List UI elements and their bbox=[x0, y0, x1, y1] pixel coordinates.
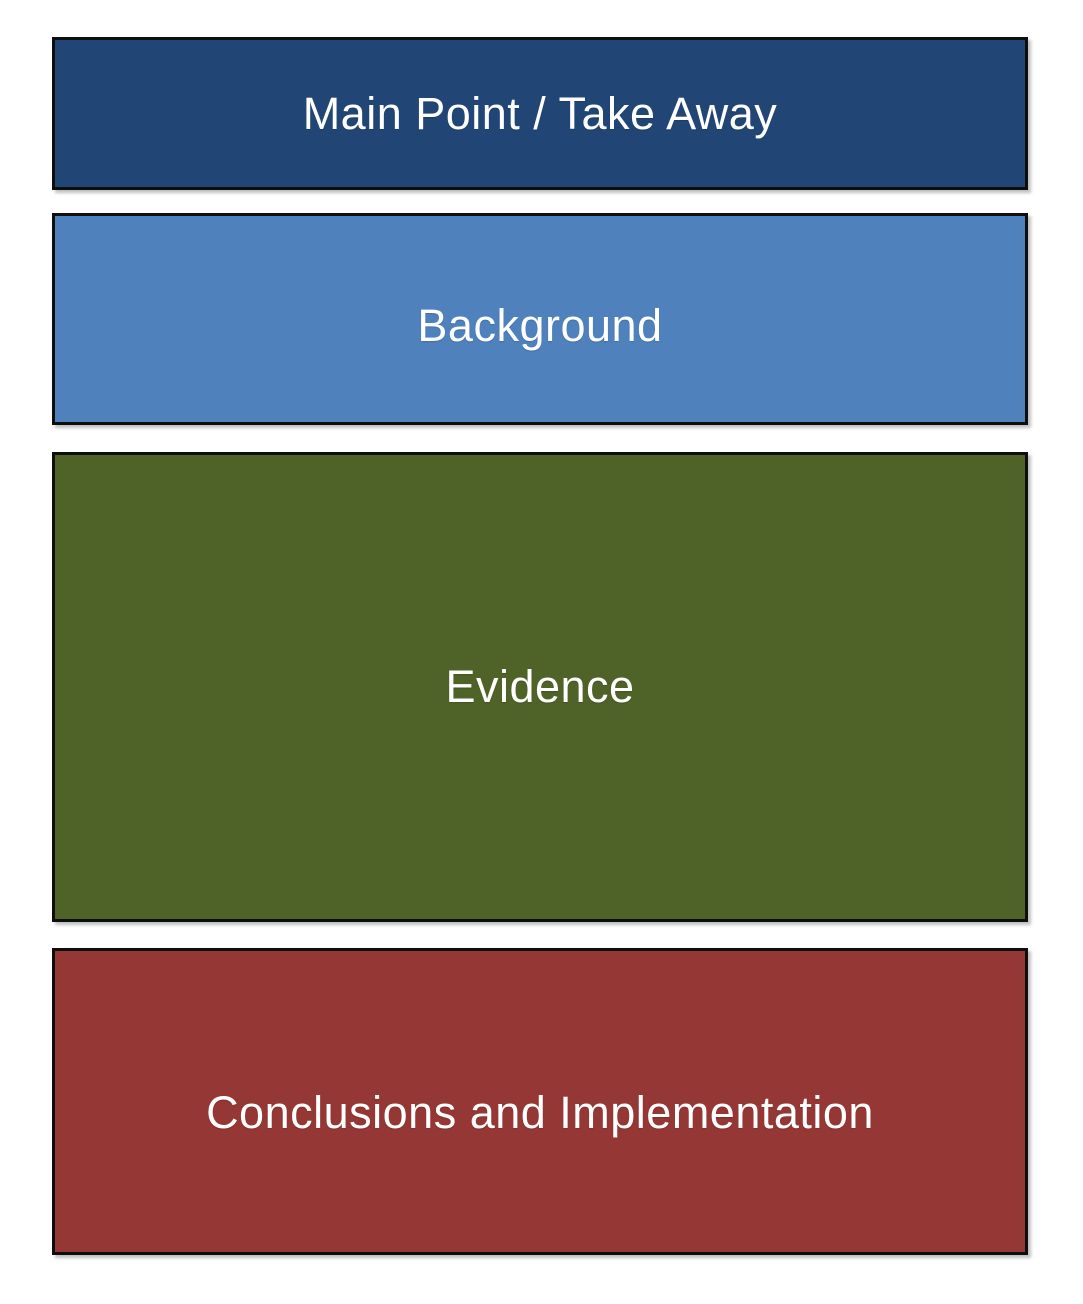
box-background: Background bbox=[52, 213, 1028, 425]
box-evidence-label: Evidence bbox=[445, 661, 635, 712]
box-background-label: Background bbox=[417, 300, 663, 351]
box-main-point: Main Point / Take Away bbox=[52, 37, 1028, 190]
box-conclusions-label: Conclusions and Implementation bbox=[206, 1086, 874, 1138]
box-main-point-label: Main Point / Take Away bbox=[302, 87, 778, 139]
box-conclusions: Conclusions and Implementation bbox=[52, 948, 1028, 1255]
box-evidence: Evidence bbox=[52, 452, 1028, 922]
